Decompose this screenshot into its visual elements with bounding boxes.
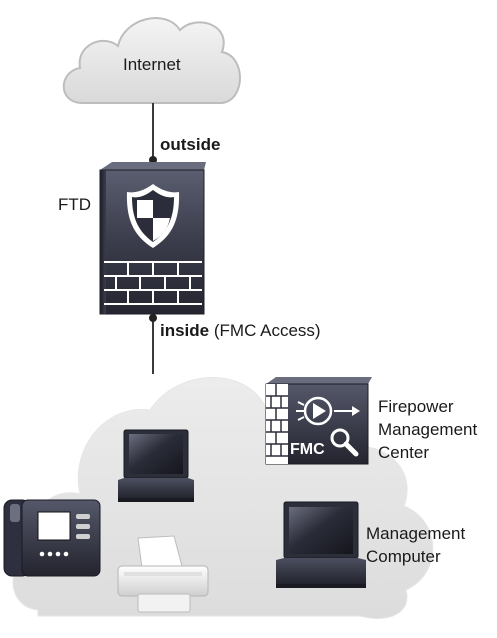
internet-cloud-icon	[62, 17, 241, 104]
fmc-label-line-1: Firepower	[378, 397, 454, 416]
outside-link-label: outside	[160, 135, 221, 154]
magnifier-icon	[330, 428, 359, 457]
fmc-label: Firepower Management Center	[378, 395, 477, 464]
lan-cloud-icon	[12, 377, 434, 619]
internet-label: Internet	[123, 55, 181, 74]
fmc-badge-label: FMC	[290, 441, 325, 458]
fmc-play-icon	[296, 396, 360, 426]
management-computer-icon	[276, 501, 366, 588]
fmc-label-line-3: Center	[378, 443, 430, 462]
management-computer-label-line-1: Management	[366, 524, 466, 543]
fmc-appliance-icon	[265, 377, 372, 465]
management-computer-label-line-2: Computer	[366, 547, 441, 566]
inside-link-label-rest: (FMC Access)	[213, 321, 321, 340]
shield-icon	[126, 184, 180, 248]
printer-icon	[117, 535, 209, 613]
ip-phone-icon	[3, 499, 101, 577]
ftd-appliance-icon	[99, 162, 206, 315]
ftd-label: FTD	[58, 195, 92, 214]
inside-link-dot	[149, 314, 157, 322]
inside-link-label: inside (FMC Access)	[160, 320, 321, 341]
brick-wall-icon	[104, 261, 202, 305]
management-computer-label: Management Computer	[366, 522, 465, 568]
laptop-icon	[118, 429, 194, 502]
inside-link-label-bold: inside	[160, 321, 210, 340]
fmc-label-line-2: Management	[378, 420, 478, 439]
